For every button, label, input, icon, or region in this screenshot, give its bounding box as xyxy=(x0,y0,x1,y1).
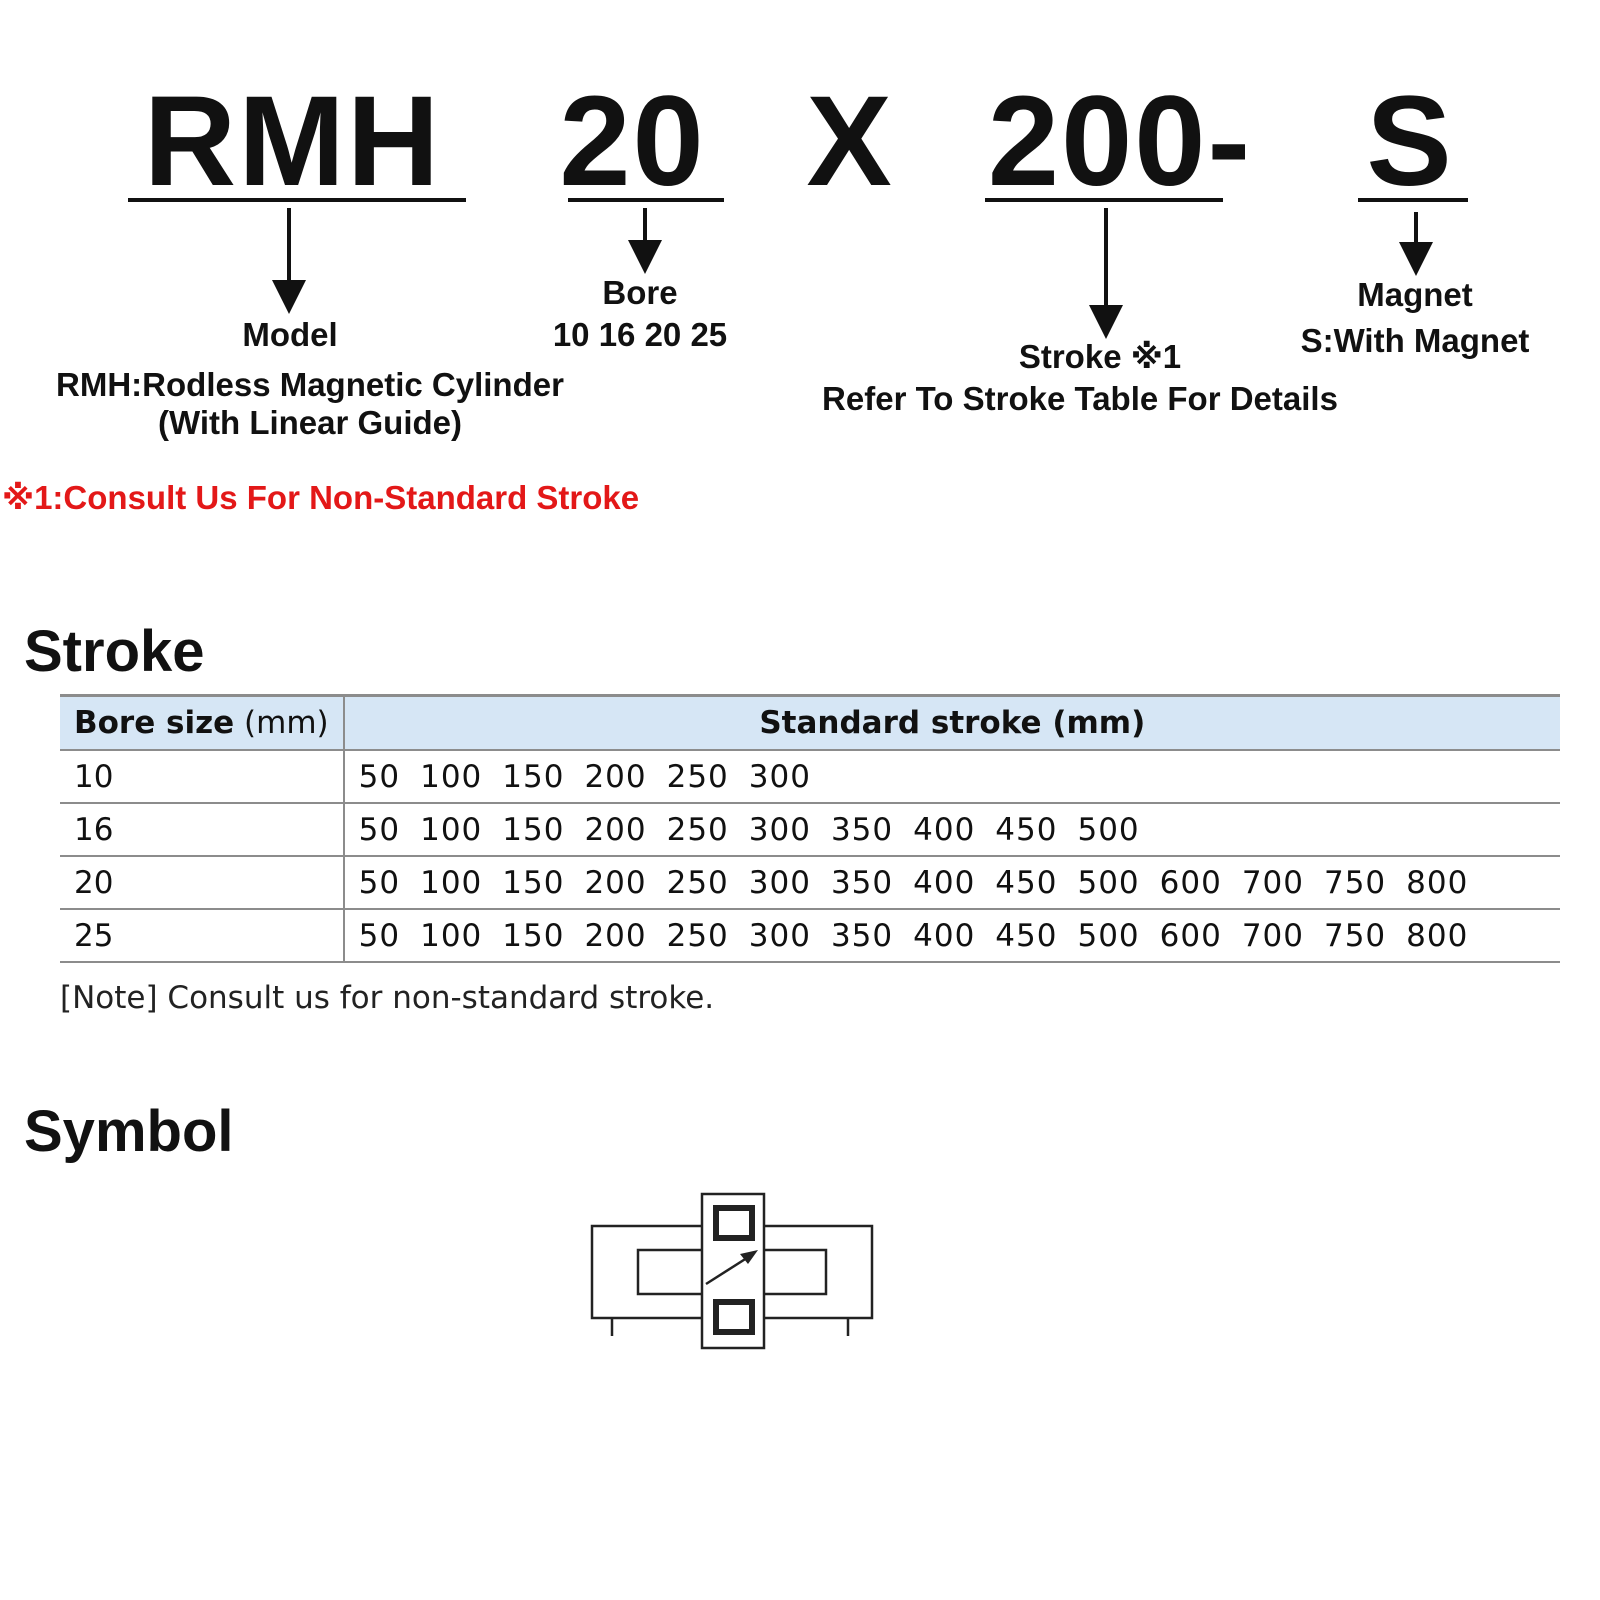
stroke-value: 200 xyxy=(584,758,647,795)
stroke-value: 300 xyxy=(748,811,811,848)
table-row: 25 50 100 150 200 250 300 350 400 450 500 600 700 75… xyxy=(60,909,1560,963)
stroke-value: 500 xyxy=(1077,811,1140,848)
stroke-value: 250 xyxy=(666,864,729,901)
code-magnet: S xyxy=(1366,70,1454,213)
row-bore: 16 xyxy=(60,803,345,857)
stroke-title: Stroke ※1 xyxy=(1018,338,1182,375)
row-strokes: 50 100 150 200 250 300 xyxy=(343,750,1560,804)
table-row: 20 50 100 150 200 250 300 350 400 450 500 600 700 75… xyxy=(60,856,1560,910)
stroke-value: 100 xyxy=(420,864,483,901)
footnote: ※1:Consult Us For Non-Standard Stroke xyxy=(2,479,640,516)
bore-arrow-icon xyxy=(628,240,662,274)
row-bore: 20 xyxy=(60,856,345,910)
row-strokes: 50 100 150 200 250 300 350 400 450 500 xyxy=(343,803,1560,857)
stroke-value: 700 xyxy=(1241,864,1304,901)
stroke-underline xyxy=(985,198,1223,202)
stroke-value: 200 xyxy=(584,917,647,954)
stroke-value: 750 xyxy=(1323,917,1387,954)
header-bore-size: Bore size (mm) xyxy=(60,694,345,751)
table-row: 10 50 100 150 200 250 300 xyxy=(60,750,1560,804)
code-separator: X xyxy=(806,70,894,213)
stroke-value: 300 xyxy=(748,917,811,954)
stroke-value: 350 xyxy=(830,811,894,848)
row-strokes: 50 100 150 200 250 300 350 400 450 500 600 700 750 80… xyxy=(343,856,1560,910)
stroke-value: 350 xyxy=(830,864,894,901)
stroke-value: 150 xyxy=(502,917,565,954)
stroke-value: 350 xyxy=(830,917,894,954)
code-bore: 20 xyxy=(559,70,706,213)
stroke-arrow-line xyxy=(1104,208,1108,313)
stroke-arrow-icon xyxy=(1089,305,1123,339)
stroke-value: 800 xyxy=(1406,917,1469,954)
row-bore: 10 xyxy=(60,750,345,804)
stroke-value: 100 xyxy=(420,917,483,954)
header-bore-unit: (mm) xyxy=(244,705,329,741)
model-underline xyxy=(128,198,466,202)
bore-values: 10 16 20 25 xyxy=(552,316,728,353)
magnet-underline xyxy=(1358,198,1468,202)
stroke-value: 450 xyxy=(995,917,1058,954)
model-desc-line2: (With Linear Guide) xyxy=(157,404,463,441)
model-arrow-icon xyxy=(272,280,306,314)
header-bore-label: Bore size xyxy=(74,705,235,741)
model-title: Model xyxy=(242,316,338,353)
stroke-value: 50 xyxy=(358,811,401,848)
stroke-value: 100 xyxy=(420,811,483,848)
stroke-value: 450 xyxy=(995,811,1058,848)
model-arrow-line xyxy=(287,208,291,288)
stroke-value: 150 xyxy=(502,811,565,848)
stroke-value: 750 xyxy=(1323,864,1387,901)
magnet-desc: S:With Magnet xyxy=(1300,322,1530,359)
stroke-value: 400 xyxy=(913,917,976,954)
rodless-cylinder-symbol-icon xyxy=(590,1192,874,1350)
stroke-value: 200 xyxy=(584,864,647,901)
stroke-value: 100 xyxy=(420,758,483,795)
stroke-value: 150 xyxy=(502,758,565,795)
row-strokes: 50 100 150 200 250 300 350 400 450 500 600 700 750 80… xyxy=(343,909,1560,963)
stroke-value: 300 xyxy=(748,864,811,901)
bore-title: Bore xyxy=(602,274,678,311)
magnet-title: Magnet xyxy=(1357,276,1473,313)
stroke-value: 250 xyxy=(666,758,729,795)
stroke-value: 250 xyxy=(666,811,729,848)
stroke-table: Bore size (mm) Standard stroke (mm) 10 5… xyxy=(60,694,1560,963)
stroke-value: 600 xyxy=(1159,917,1222,954)
stroke-value: 700 xyxy=(1241,917,1304,954)
stroke-desc: Refer To Stroke Table For Details xyxy=(822,380,1338,417)
stroke-section-title: Stroke xyxy=(24,619,205,684)
stroke-table-header: Bore size (mm) Standard stroke (mm) xyxy=(60,694,1560,751)
stroke-value: 50 xyxy=(358,917,401,954)
code-stroke: 200- xyxy=(987,70,1253,213)
stroke-value: 150 xyxy=(502,864,565,901)
stroke-value: 500 xyxy=(1077,917,1140,954)
stroke-value: 800 xyxy=(1406,864,1469,901)
code-model: RMH xyxy=(143,70,442,213)
bore-underline xyxy=(568,198,724,202)
stroke-value: 400 xyxy=(913,864,976,901)
stroke-value: 400 xyxy=(913,811,976,848)
magnet-arrow-line xyxy=(1414,212,1418,250)
stroke-value: 500 xyxy=(1077,864,1140,901)
bore-arrow-line xyxy=(643,208,647,248)
model-desc-line1: RMH:Rodless Magnetic Cylinder xyxy=(56,366,564,403)
stroke-value: 250 xyxy=(666,917,729,954)
stroke-value: 50 xyxy=(358,758,401,795)
table-note: [Note] Consult us for non-standard strok… xyxy=(60,980,715,1016)
header-standard-stroke: Standard stroke (mm) xyxy=(343,694,1560,751)
row-bore: 25 xyxy=(60,909,345,963)
stroke-value: 300 xyxy=(748,758,811,795)
symbol-section-title: Symbol xyxy=(24,1099,234,1164)
stroke-value: 200 xyxy=(584,811,647,848)
table-row: 16 50 100 150 200 250 300 350 400 450 500 xyxy=(60,803,1560,857)
stroke-value: 50 xyxy=(358,864,401,901)
stroke-value: 600 xyxy=(1159,864,1222,901)
magnet-arrow-icon xyxy=(1399,242,1433,276)
stroke-value: 450 xyxy=(995,864,1058,901)
